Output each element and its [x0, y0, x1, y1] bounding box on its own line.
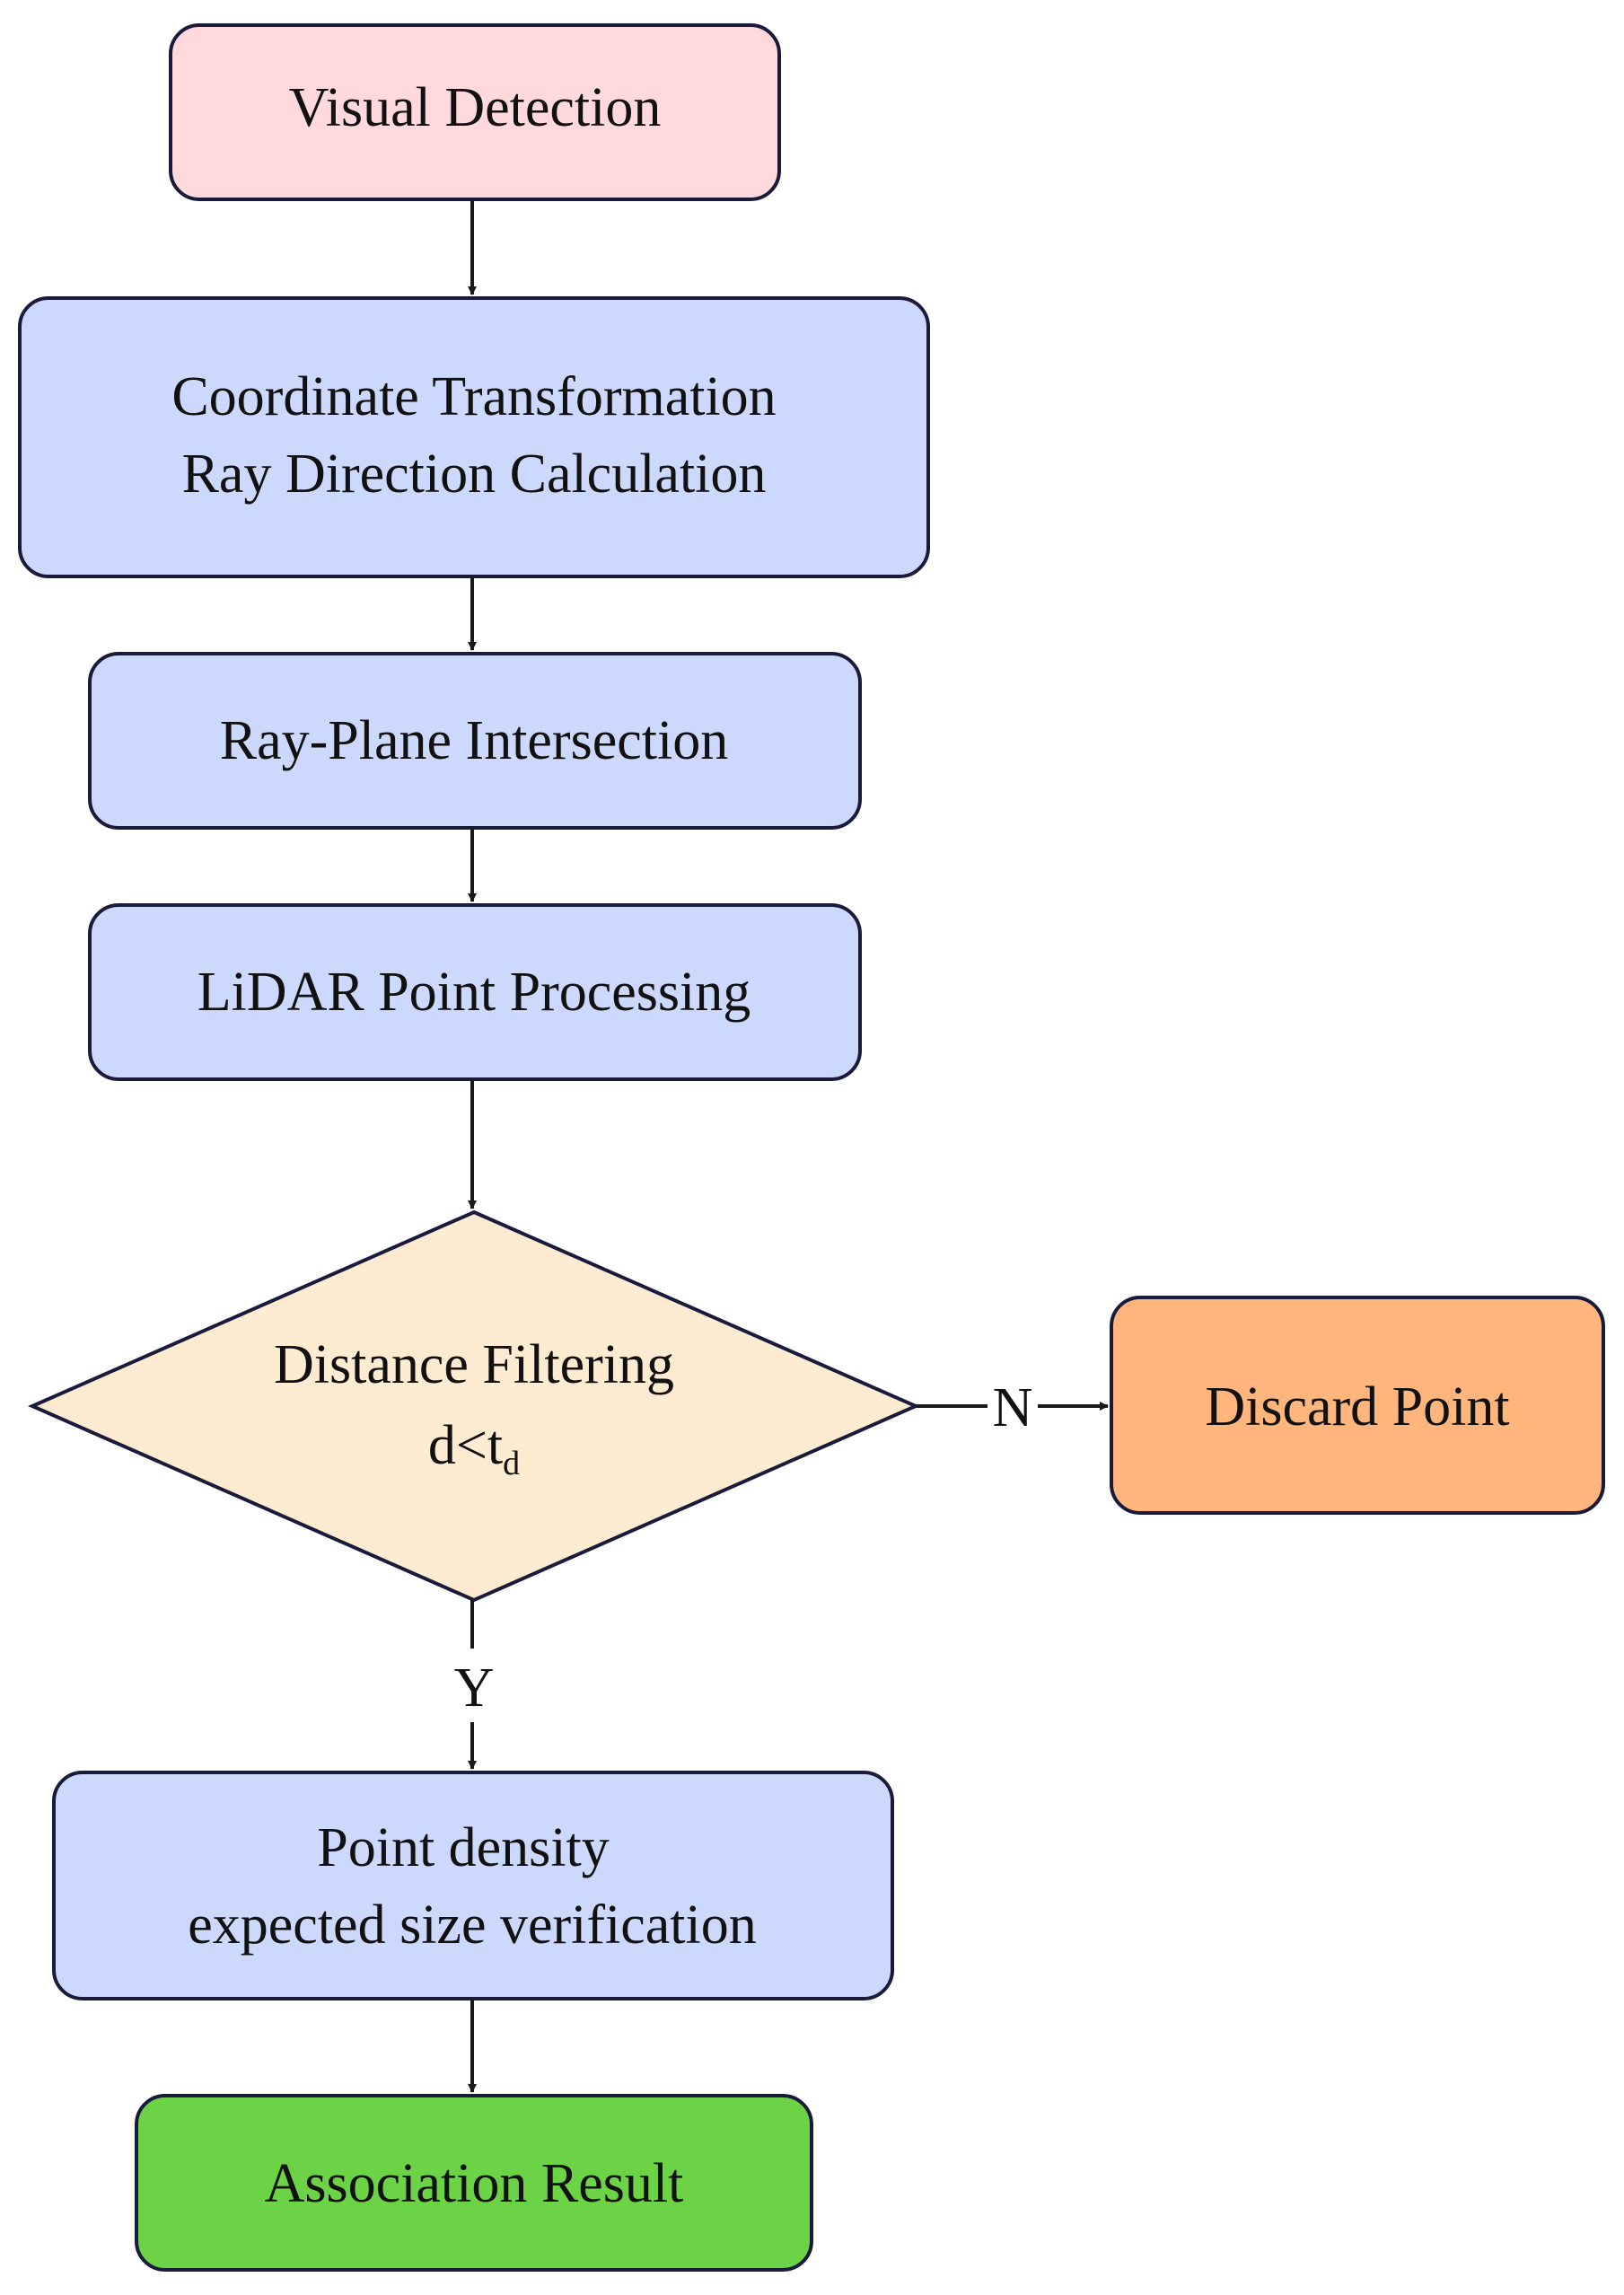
edge-label-no: N	[993, 1377, 1033, 1438]
distance-filtering-diamond	[28, 1209, 920, 1603]
formula-subscript: d	[503, 1445, 520, 1482]
distance-filtering-label: Distance Filtering	[274, 1334, 674, 1395]
edge-label-yes: Y	[454, 1658, 495, 1719]
lidar-point-processing-label: LiDAR Point Processing	[198, 962, 751, 1023]
coordinate-transformation-box	[18, 296, 930, 578]
ray-plane-intersection-box	[88, 652, 862, 830]
coordinate-transformation-label: Coordinate Transformation	[171, 366, 776, 427]
ray-plane-intersection-label: Ray-Plane Intersection	[220, 710, 728, 771]
visual-detection-box	[169, 23, 781, 201]
ray-direction-label: Ray Direction Calculation	[182, 444, 767, 505]
node-distance-filtering: Distance Filtering d<td	[28, 1209, 920, 1603]
association-result-label: Association Result	[265, 2153, 684, 2214]
expected-size-label: expected size verification	[188, 1895, 756, 1956]
visual-detection-label: Visual Detection	[289, 77, 662, 138]
node-visual-detection: Visual Detection	[169, 23, 781, 201]
node-point-density: Point density expected size verification	[52, 1771, 894, 2000]
discard-point-label: Discard Point	[1205, 1376, 1509, 1438]
node-ray-plane-intersection: Ray-Plane Intersection	[88, 652, 862, 830]
node-lidar-point-processing: LiDAR Point Processing	[88, 903, 862, 1081]
node-association-result: Association Result	[135, 2094, 813, 2272]
point-density-label: Point density	[317, 1817, 610, 1878]
distance-filtering-formula: d<td	[428, 1415, 520, 1482]
formula-main: d<t	[428, 1415, 503, 1476]
node-discard-point: Discard Point	[1110, 1296, 1605, 1515]
lidar-point-processing-box	[88, 903, 862, 1081]
association-result-box	[135, 2094, 813, 2272]
point-density-box	[52, 1771, 894, 2000]
discard-point-box	[1110, 1296, 1605, 1515]
node-coordinate-transformation: Coordinate Transformation Ray Direction …	[18, 296, 930, 578]
